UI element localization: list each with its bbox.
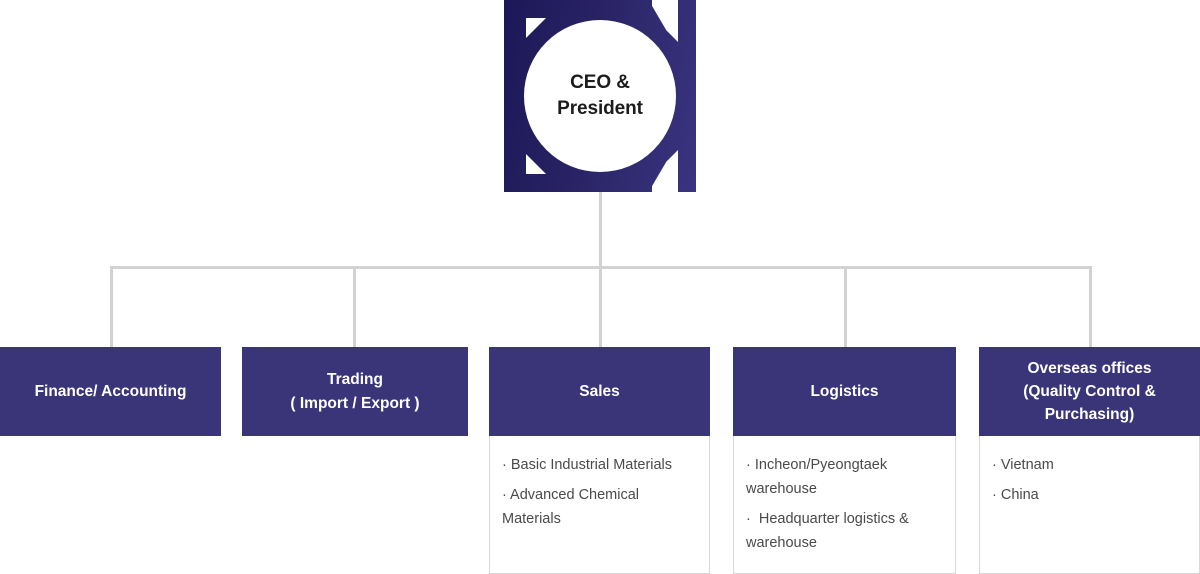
dept-node-overseas-offices[interactable]: Overseas offices (Quality Control & Purc… [979, 347, 1200, 574]
dept-body-overseas-offices: · Vietnam · China [979, 436, 1200, 574]
connector-drop-overseas-offices [1089, 266, 1092, 348]
dept-list-item: · Headquarter logistics & warehouse [746, 510, 913, 551]
dept-list-item: · Vietnam [992, 457, 1054, 473]
dept-body-sales: · Basic Industrial Materials · Advanced … [489, 436, 710, 574]
dept-title-line: Purchasing) [1044, 406, 1135, 424]
dept-list-item: · China [992, 486, 1039, 503]
corner-bracket-bottom-right-icon [652, 150, 678, 192]
ceo-title: CEO & President [557, 70, 643, 121]
ceo-node[interactable]: CEO & President [504, 0, 696, 192]
connector-drop-logistics [844, 266, 847, 348]
corner-bracket-bottom-left-icon [526, 154, 546, 174]
ceo-title-line-1: CEO & [570, 72, 630, 94]
dept-node-logistics[interactable]: Logistics · Incheon/Pyeongtaek warehouse… [733, 347, 956, 574]
dept-list-item: · Incheon/Pyeongtaek warehouse [746, 457, 892, 497]
corner-bracket-top-right-icon [652, 0, 678, 42]
dept-title-line: Finance/ Accounting [34, 382, 187, 400]
connector-drop-finance-accounting [110, 266, 113, 348]
dept-node-finance-accounting[interactable]: Finance/ Accounting [0, 347, 221, 436]
dept-body-logistics: · Incheon/Pyeongtaek warehouse · Headqua… [733, 436, 956, 574]
connector-drop-sales [599, 266, 602, 348]
dept-list-item: · Advanced Chemical Materials [502, 486, 644, 527]
dept-header-overseas-offices[interactable]: Overseas offices (Quality Control & Purc… [979, 347, 1200, 436]
dept-title-line: Logistics [810, 382, 879, 400]
dept-title-line: Overseas offices [1027, 359, 1152, 377]
dept-title-line: Sales [579, 382, 620, 400]
ceo-circle: CEO & President [524, 20, 676, 172]
dept-node-trading[interactable]: Trading ( Import / Export ) [242, 347, 468, 436]
dept-header-sales[interactable]: Sales [489, 347, 710, 436]
dept-header-trading[interactable]: Trading ( Import / Export ) [242, 347, 468, 436]
dept-title-line: Trading [327, 371, 383, 389]
dept-header-finance-accounting[interactable]: Finance/ Accounting [0, 347, 221, 436]
dept-list-item: · Basic Industrial Materials [502, 457, 673, 473]
dept-header-logistics[interactable]: Logistics [733, 347, 956, 436]
dept-title-line: (Quality Control & [1023, 382, 1156, 400]
dept-node-sales[interactable]: Sales · Basic Industrial Materials · Adv… [489, 347, 710, 574]
dept-title-line: ( Import / Export ) [290, 394, 420, 412]
connector-drop-trading [353, 266, 356, 348]
corner-bracket-top-left-icon [526, 18, 546, 38]
ceo-title-line-2: President [557, 98, 643, 119]
